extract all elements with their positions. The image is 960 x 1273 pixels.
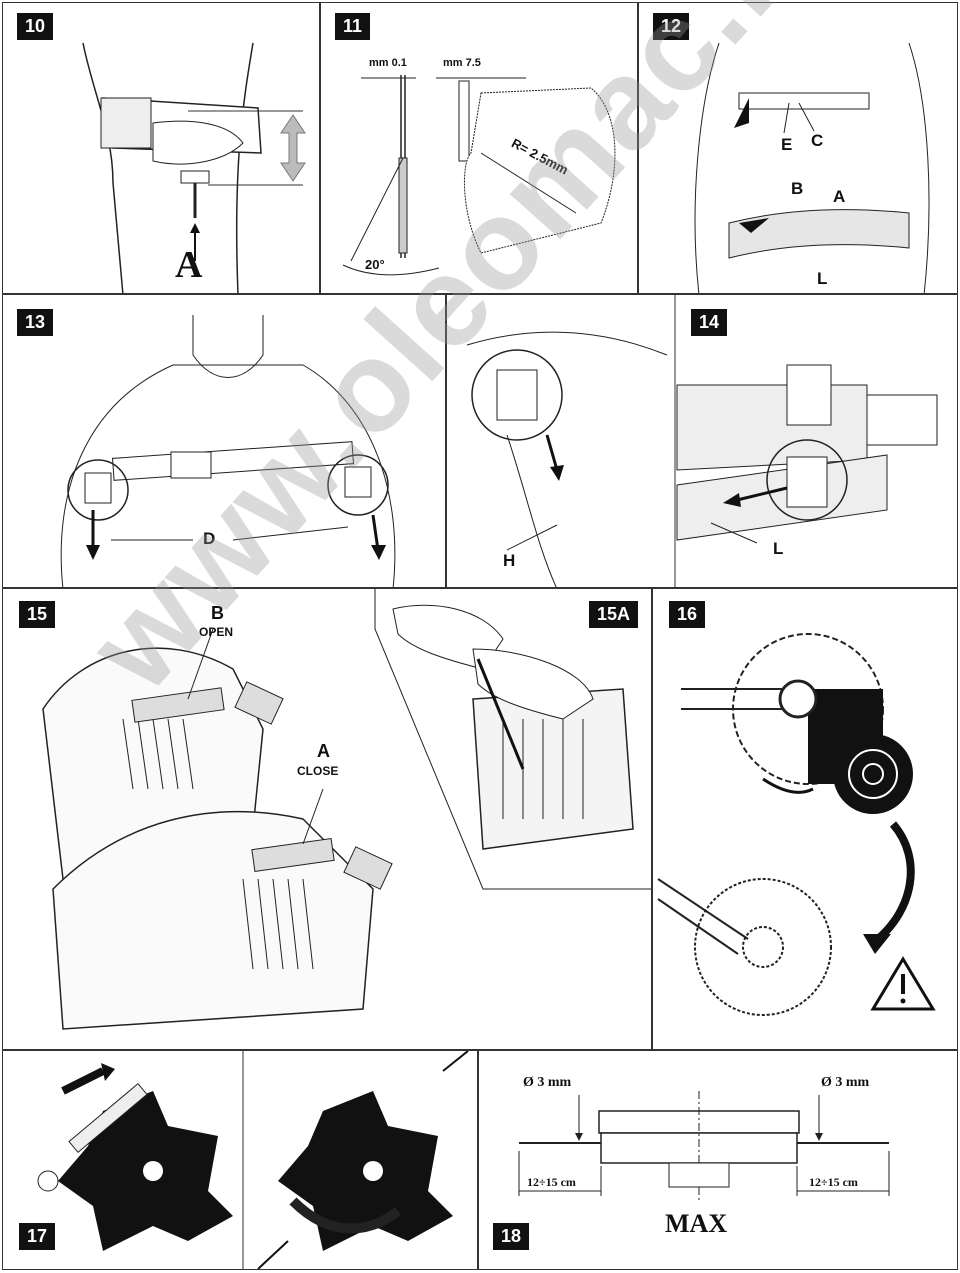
sharpening-profile-diagram [342, 75, 616, 276]
panel-number: 14 [691, 309, 728, 336]
label-l: L [817, 269, 828, 288]
label-b: B [791, 179, 804, 198]
panel-16: 16 [652, 588, 958, 1050]
panel-15: 15 15A B [2, 588, 652, 1050]
panel-10: 10 A [2, 2, 320, 294]
blade-sharpening-illustration [657, 633, 936, 1016]
panel-number: 13 [17, 309, 54, 336]
line-length-right: 12÷15 cm [809, 1175, 858, 1189]
label-c: C [811, 131, 824, 150]
angle-label: 20° [365, 257, 385, 272]
panel-number: 16 [669, 601, 706, 628]
label-b: B [211, 603, 224, 623]
panel-number: 17 [19, 1223, 56, 1250]
panel-number: 18 [493, 1223, 530, 1250]
panel-number: 12 [653, 13, 690, 40]
label-a: A [317, 741, 330, 761]
wrist-strap-illustration [82, 42, 306, 293]
four-tooth-blade-illustration [37, 1051, 469, 1269]
line-diameter-right: Ø 3 mm [821, 1075, 870, 1090]
shoulder-strap-illustration [60, 315, 396, 587]
panel-18: 18 Ø 3 mm Ø 3 mm 12÷15 cm 12÷15 cm MAX [478, 1050, 958, 1270]
label-a: A [833, 187, 846, 206]
line-length-left: 12÷15 cm [527, 1175, 576, 1189]
panel-17: 17 [2, 1050, 478, 1270]
dim-thickness: mm 0.1 [369, 57, 407, 69]
panel-13: 13 D [2, 294, 446, 588]
label-d: D [203, 529, 216, 548]
trimmer-head-line-diagram [518, 1091, 890, 1201]
panel-number-15a: 15A [589, 601, 639, 628]
label-close: CLOSE [297, 764, 339, 778]
panel-number: 10 [17, 13, 54, 40]
label-l: L [773, 539, 784, 558]
harness-front-illustration [694, 42, 930, 293]
hip-strap-illustration [466, 295, 938, 587]
max-label: MAX [665, 1209, 728, 1238]
label-a: A [175, 244, 203, 286]
panel-14: 14 H L [446, 294, 958, 588]
label-e: E [781, 135, 793, 154]
panel-number: 11 [335, 13, 371, 40]
panel-12: 12 E C B A L [638, 2, 958, 294]
panel-number: 15 [19, 601, 56, 628]
engine-air-vent-illustration [42, 589, 651, 1030]
label-h: H [503, 551, 516, 570]
label-open: OPEN [199, 625, 234, 639]
dim-depth: mm 7.5 [443, 57, 481, 69]
line-diameter-left: Ø 3 mm [523, 1075, 572, 1090]
panel-11: 11 mm 0.1 mm 7.5 R= 2.5mm 20° [320, 2, 638, 294]
